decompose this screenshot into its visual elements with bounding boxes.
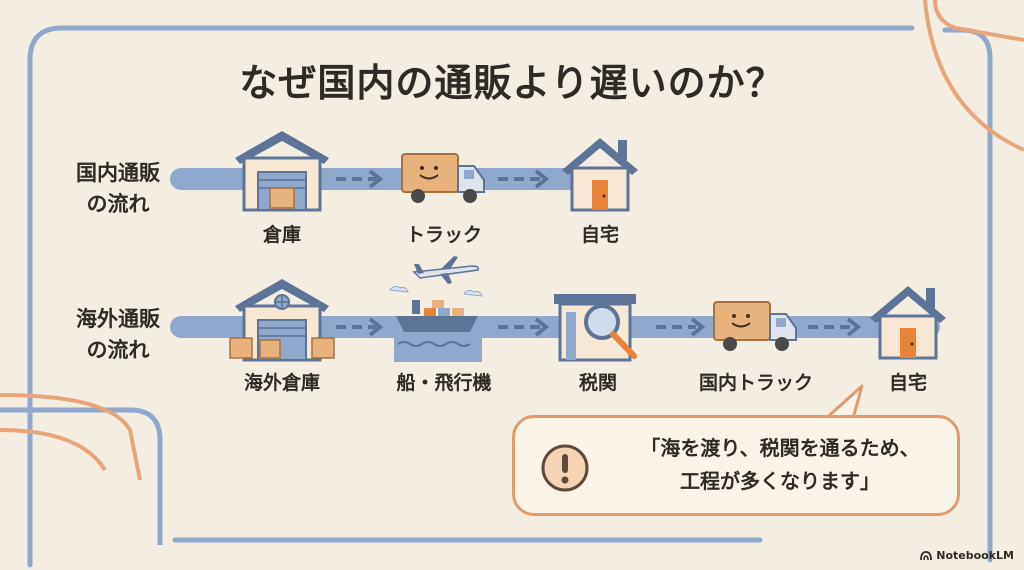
- ship-icon: [394, 300, 482, 362]
- customs-icon: [554, 294, 637, 362]
- overseas-label-line2: の流れ: [86, 338, 150, 362]
- overseas-step-warehouse: 海外倉庫: [243, 372, 320, 394]
- callout-text: 「海を渡り、税関を通るため、 工程が多くなります」: [610, 432, 950, 498]
- brand-label: NotebookLM: [936, 549, 1014, 562]
- domestic-truck-icon: [713, 301, 797, 351]
- page-title: なぜ国内の通販より遅いのか？: [239, 61, 785, 105]
- overseas-step-domestic-truck: 国内トラック: [698, 372, 813, 394]
- overseas-step-customs: 税関: [578, 372, 617, 394]
- ship-and-plane-icon: [389, 256, 483, 362]
- plane-icon: [412, 256, 480, 284]
- callout-box: 「海を渡り、税関を通るため、 工程が多くなります」: [512, 415, 960, 516]
- overseas-warehouse-icon: [229, 279, 335, 362]
- callout-line2: 工程が多くなります」: [680, 469, 880, 493]
- house-icon: [562, 138, 638, 212]
- overseas-step-home: 自宅: [888, 372, 927, 394]
- domestic-row-label: 国内通販 の流れ: [58, 158, 178, 220]
- warehouse-icon: [235, 131, 329, 212]
- truck-icon: [401, 153, 485, 203]
- callout-line1: 「海を渡り、税関を通るため、: [640, 436, 920, 460]
- overseas-step-ship-plane: 船・飛行機: [396, 372, 492, 394]
- domestic-step-warehouse: 倉庫: [262, 224, 301, 246]
- brand-watermark: NotebookLM: [920, 549, 1014, 562]
- callout-tail: [820, 384, 864, 422]
- domestic-label-line2: の流れ: [86, 192, 150, 216]
- callout-anchor: [512, 415, 513, 416]
- overseas-row-label: 海外通販 の流れ: [58, 304, 178, 366]
- domestic-step-truck: トラック: [405, 224, 482, 246]
- domestic-step-home: 自宅: [580, 224, 619, 246]
- notebooklm-logo-icon: [920, 550, 933, 560]
- overseas-house-icon: [870, 286, 946, 360]
- overseas-label-line1: 海外通販: [76, 307, 160, 331]
- exclamation-icon: [541, 444, 589, 492]
- domestic-label-line1: 国内通販: [76, 161, 160, 185]
